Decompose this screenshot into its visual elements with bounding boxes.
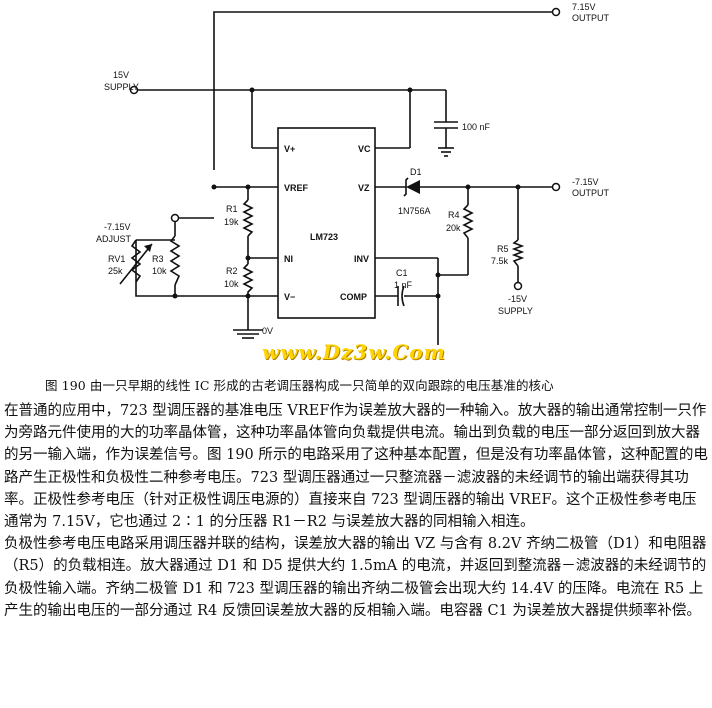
- rv1-potentiometer: [130, 239, 142, 283]
- paragraph-1: 在普通的应用中，723 型调压器的基准电压 VREF作为误差放大器的一种输入。放…: [4, 403, 708, 531]
- adjust-voltage-label: -7.15V: [104, 222, 131, 232]
- ic-part-label: LM723: [310, 232, 338, 242]
- neg-supply-terminal: [513, 281, 523, 291]
- d1-label: D1: [410, 167, 422, 177]
- c1-label: C1: [396, 268, 408, 278]
- r3-label: R3: [152, 254, 164, 264]
- r5-resistor: [511, 239, 525, 267]
- zero-volt-label: 0V: [262, 326, 273, 336]
- body-text: 在普通的应用中，723 型调压器的基准电压 VREF作为误差放大器的一种输入。放…: [4, 400, 708, 622]
- pin-vz-label: VZ: [358, 183, 370, 193]
- c1-value-label: 1 nF: [394, 280, 413, 290]
- d1-part-label: 1N756A: [398, 206, 431, 216]
- paragraph-2: 负极性参考电压电路采用调压器并联的结构，误差放大器的输出 VZ 与含有 8.2V…: [4, 536, 707, 619]
- r2-label: R2: [226, 266, 238, 276]
- pin-vminus-label: V−: [284, 292, 295, 302]
- supply-terminal: [129, 85, 139, 95]
- r4-resistor: [462, 204, 474, 239]
- adjust-label: ADJUST: [96, 234, 132, 244]
- pin-vc-label: VC: [358, 144, 371, 154]
- pin-comp-label: COMP: [340, 292, 367, 302]
- r2-value-label: 10k: [224, 279, 239, 289]
- d1-zener-diode: [403, 177, 420, 197]
- r4-label: R4: [448, 210, 460, 220]
- out-pos-voltage-label: 7.15V: [572, 2, 596, 12]
- neg-supply-label: SUPPLY: [498, 306, 533, 316]
- r3-value-label: 10k: [152, 266, 167, 276]
- supply-voltage-label: 15V: [113, 70, 129, 80]
- out-neg-voltage-label: -7.15V: [572, 177, 599, 187]
- pin-vplus-label: V+: [284, 144, 295, 154]
- r1-resistor: [242, 199, 254, 237]
- r5-label: R5: [497, 244, 509, 254]
- figure-caption: 图 190 由一只早期的线性 IC 形成的古老调压器构成一只简单的双向跟踪的电压…: [45, 378, 554, 393]
- r3-resistor: [169, 235, 181, 286]
- supply-label: SUPPLY: [104, 82, 139, 92]
- adjust-terminal: [170, 213, 180, 223]
- rv1-label: RV1: [108, 254, 125, 264]
- out-pos-terminal: [551, 7, 561, 17]
- neg-supply-voltage-label: -15V: [508, 294, 527, 304]
- out-neg-terminal: [551, 182, 561, 192]
- junction-dots: [172, 87, 521, 299]
- r2-resistor: [242, 263, 254, 295]
- r1-value-label: 19k: [224, 217, 239, 227]
- rv1-value-label: 25k: [108, 266, 123, 276]
- circuit-schematic: 7.15V OUTPUT 15V SUPPLY 100 nF V+ VC VRE…: [96, 2, 610, 345]
- r4-value-label: 20k: [446, 223, 461, 233]
- out-pos-output-label: OUTPUT: [572, 13, 610, 23]
- out-neg-output-label: OUTPUT: [572, 188, 610, 198]
- r5-value-label: 7.5k: [491, 256, 509, 266]
- lm723-chip-body: [277, 127, 376, 319]
- pin-inv-label: INV: [354, 254, 369, 264]
- site-watermark: www.Dz3w.Com: [262, 340, 446, 364]
- wires: [135, 11, 552, 345]
- cap-100nf-label: 100 nF: [462, 122, 491, 132]
- pin-ni-label: NI: [284, 254, 293, 264]
- r1-label: R1: [226, 204, 238, 214]
- pin-vref-label: VREF: [284, 183, 309, 193]
